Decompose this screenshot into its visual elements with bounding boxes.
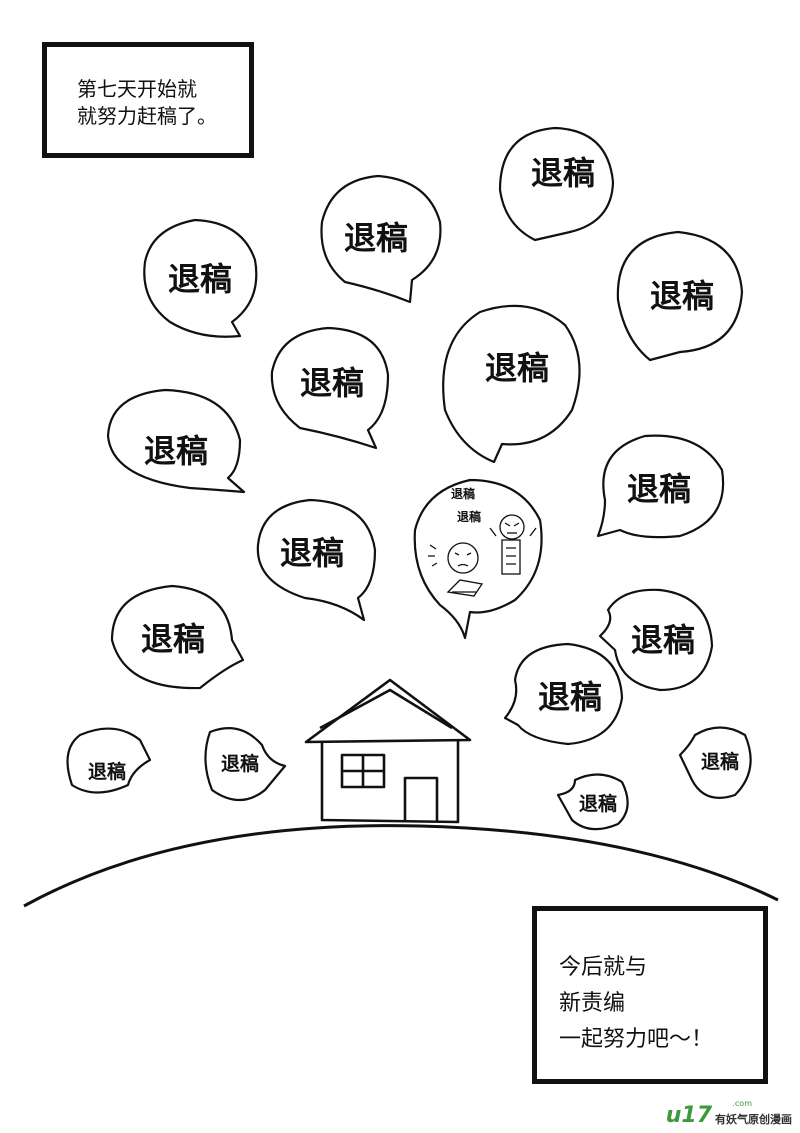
bubble-label: 退稿 [538,678,602,716]
speech-bubble [270,326,390,450]
house [304,678,472,824]
speech-bubble [106,388,246,494]
bubble-label: 退稿 [221,752,259,775]
watermark-logo: u17 [665,1103,712,1128]
bubble-labels: 退稿 退稿 退稿 退稿 退稿 退稿 退稿 退稿 退稿 退稿 退稿 退稿 退稿 退… [88,154,739,815]
bubble-label: 退稿 [627,470,691,508]
bubble-label: 退稿 [650,277,714,315]
bubble-label: 退稿 [141,620,205,658]
center-bubble-label: 退稿 [457,509,481,524]
speech-bubble [442,304,581,464]
speech-bubble [678,726,752,799]
bubble-label: 退稿 [701,750,739,773]
caption-line: 今后就与 [559,955,648,980]
speech-bubble [66,727,152,794]
caption-line: 新责编 [559,991,626,1016]
bubble-label: 退稿 [344,219,408,257]
watermark-domain: .com [732,1099,752,1108]
editor-figure [489,514,537,575]
artist-figure [428,542,484,597]
watermark: u17 .com 有妖气原创漫画 [665,1099,792,1128]
speech-bubble [498,126,615,242]
speech-bubble [204,727,287,802]
top-caption-box: 第七天开始就 就努力赶稿了。 [42,42,254,158]
speech-bubble [110,584,245,690]
center-bubble-label: 退稿 [451,486,475,501]
speech-bubble [256,498,377,622]
bubble-label: 退稿 [144,432,208,470]
bubble-label: 退稿 [280,534,344,572]
speech-bubble [556,773,629,831]
bubble-label: 退稿 [88,760,126,783]
bubble-label: 退稿 [531,154,595,192]
bubble-label: 退稿 [168,260,232,298]
bottom-caption-box: 今后就与 新责编 一起努力吧～！ [532,906,768,1084]
bubble-label: 退稿 [485,349,549,387]
caption-line: 第七天开始就 [77,77,197,101]
caption-line: 一起努力吧～！ [559,1027,714,1052]
caption-line: 就努力赶稿了。 [77,104,217,128]
speech-bubble [320,174,442,304]
bubble-label: 退稿 [631,621,695,659]
bubble-label: 退稿 [579,792,617,815]
hill-line [23,824,779,908]
speech-bubble [143,218,258,338]
watermark-slogan: 有妖气原创漫画 [715,1113,792,1126]
speech-bubble [616,230,744,362]
bubble-label: 退稿 [300,364,364,402]
speech-bubble [503,642,624,746]
speech-bubble [596,434,725,539]
speech-bubble [598,588,714,692]
